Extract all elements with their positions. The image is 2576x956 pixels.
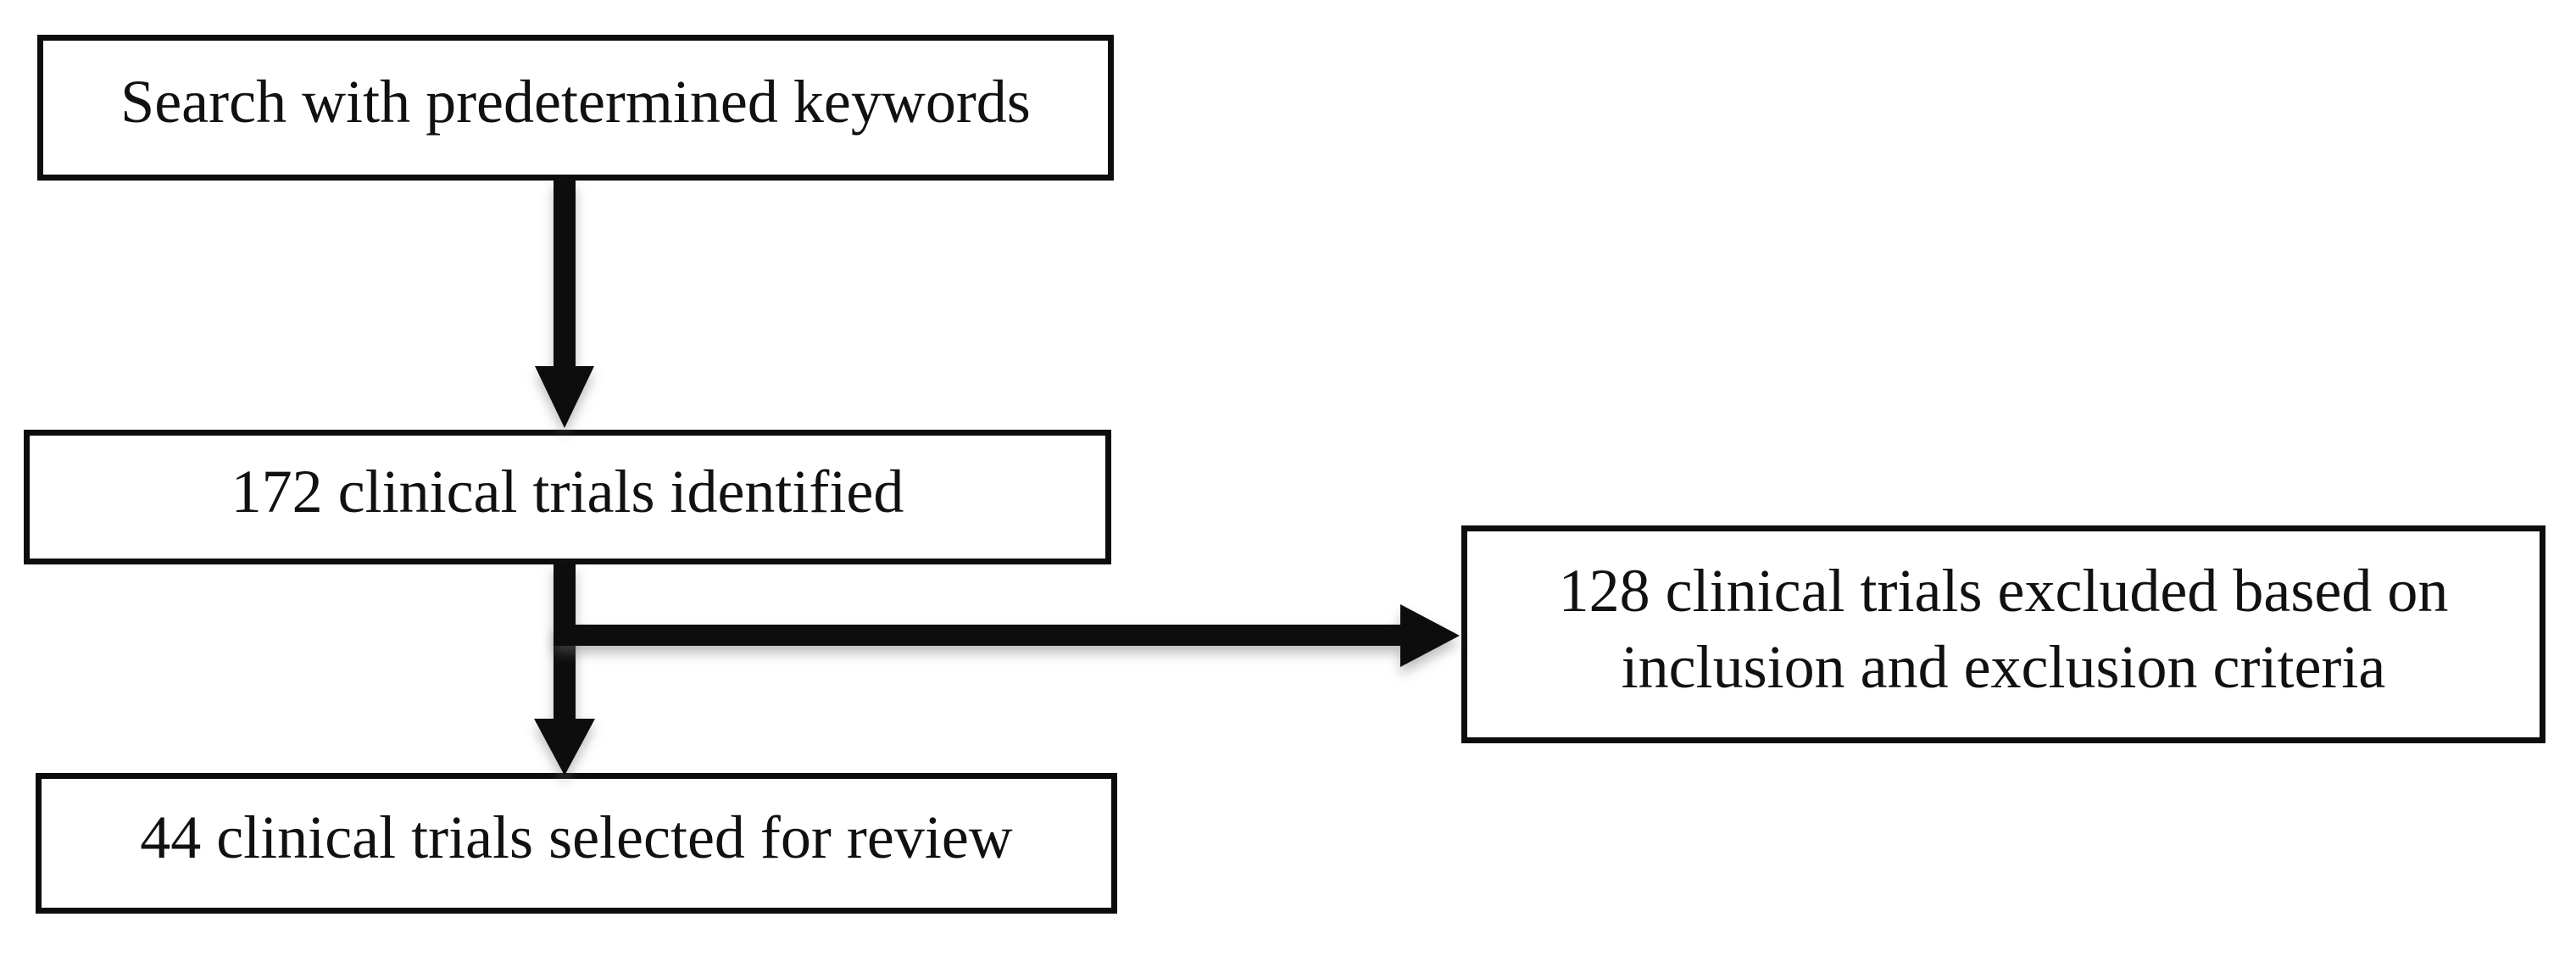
flow-box-selected-label: 44 clinical trials selected for review (140, 803, 1013, 871)
flow-box-excluded-label-line1: 128 clinical trials excluded based on (1558, 556, 2449, 625)
flow-box-identified: 172 clinical trials identified (24, 430, 1111, 564)
flow-box-search-label: Search with predetermined keywords (120, 68, 1031, 136)
flow-box-excluded: 128 clinical trials excluded based on in… (1461, 525, 2545, 743)
flow-box-excluded-label-line2: inclusion and exclusion criteria (1621, 632, 2386, 701)
arrow-down-search-to-identified-icon (535, 181, 594, 428)
flow-box-identified-label: 172 clinical trials identified (231, 457, 904, 525)
arrow-right-identified-to-excluded-icon (554, 604, 1460, 667)
flow-box-selected: 44 clinical trials selected for review (36, 773, 1117, 914)
flow-box-search: Search with predetermined keywords (37, 35, 1114, 181)
arrow-down-identified-to-selected-icon (534, 563, 595, 775)
flow-box-excluded-label: 128 clinical trials excluded based on in… (1559, 553, 2449, 705)
